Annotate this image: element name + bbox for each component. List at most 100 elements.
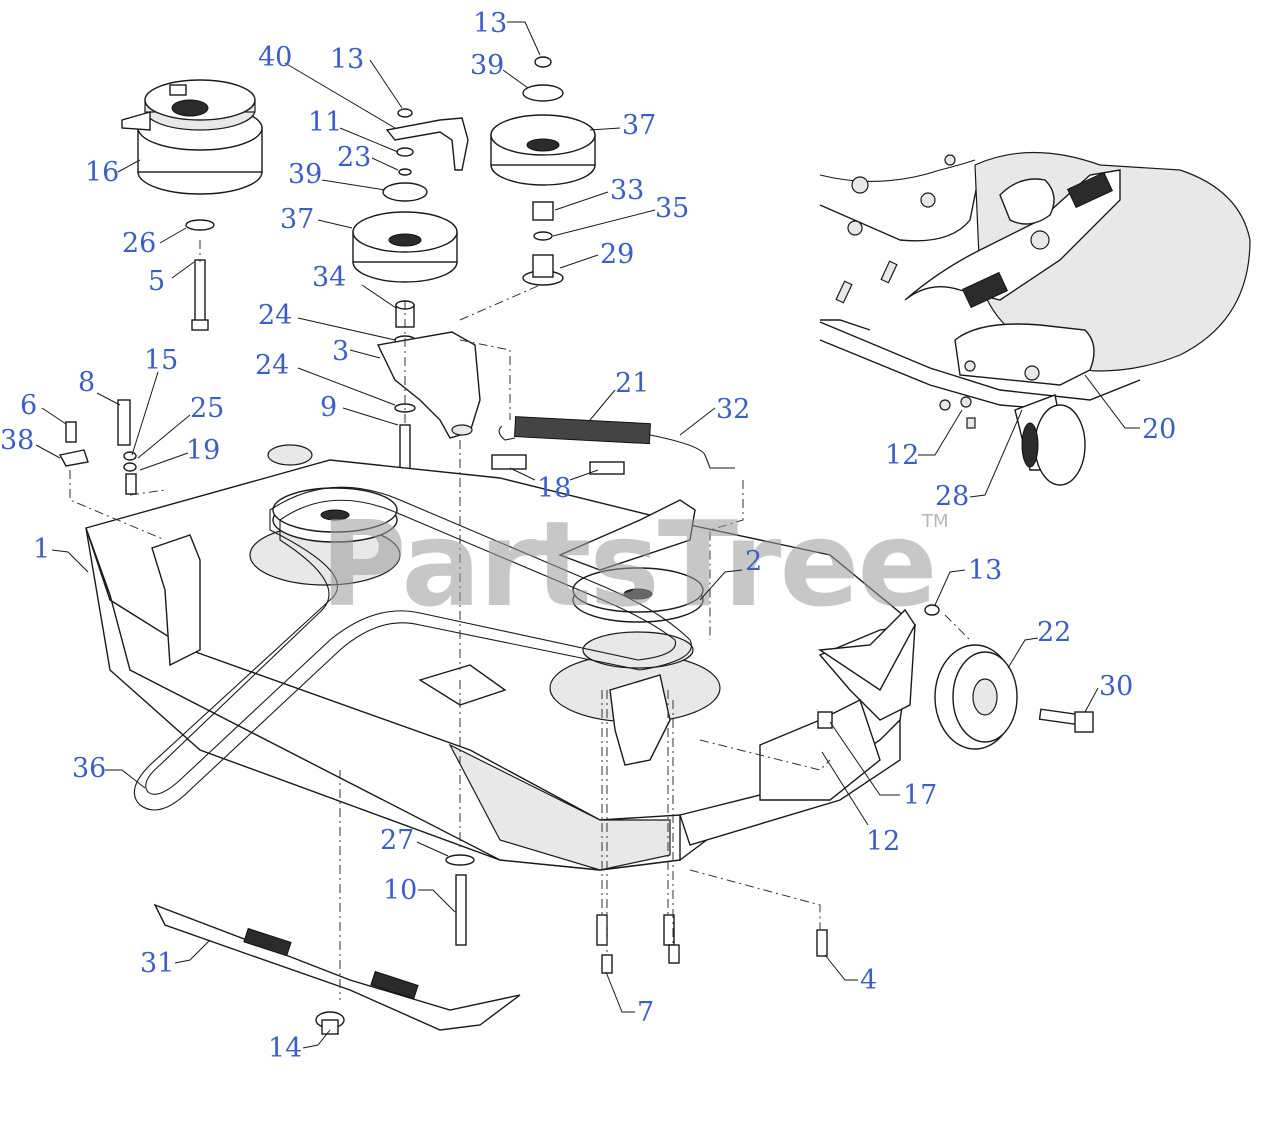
- callout-13-top-center: 13: [330, 44, 403, 109]
- svg-text:40: 40: [258, 42, 292, 73]
- callout-28: 28: [935, 409, 1023, 512]
- spacer-and-bolt-left: [185, 219, 215, 331]
- callout-38: 38: [0, 425, 61, 459]
- svg-text:27: 27: [380, 825, 414, 856]
- svg-text:37: 37: [622, 110, 656, 141]
- svg-text:31: 31: [140, 948, 174, 979]
- callout-29: 29: [559, 239, 634, 270]
- callout-16: 16: [85, 157, 141, 188]
- callout-5: 5: [148, 261, 195, 297]
- electric-clutch: [121, 79, 263, 195]
- callout-23: 23: [337, 142, 399, 173]
- assembly-lines: [69, 240, 971, 1000]
- svg-text:35: 35: [655, 193, 689, 224]
- callout-20: 20: [1084, 374, 1176, 445]
- callout-26: 26: [122, 227, 187, 259]
- callout-39-left: 39: [288, 159, 386, 191]
- svg-text:26: 26: [122, 228, 156, 259]
- callout-31: 31: [140, 939, 211, 979]
- svg-text:30: 30: [1099, 671, 1133, 702]
- svg-text:12: 12: [866, 826, 900, 857]
- svg-text:23: 23: [337, 142, 371, 173]
- callout-24-lower: 24: [255, 350, 396, 406]
- callout-15: 15: [131, 345, 178, 456]
- svg-text:4: 4: [860, 965, 877, 996]
- callout-30: 30: [1084, 671, 1133, 713]
- svg-text:15: 15: [144, 345, 178, 376]
- callout-39-top-right: 39: [470, 50, 529, 89]
- svg-text:24: 24: [255, 350, 289, 381]
- callout-37-left: 37: [280, 204, 353, 235]
- gauge-wheel: [924, 604, 1094, 750]
- callout-25: 25: [137, 393, 224, 459]
- svg-text:12: 12: [885, 440, 919, 471]
- callout-22: 22: [1007, 617, 1071, 669]
- svg-text:37: 37: [280, 204, 314, 235]
- svg-text:19: 19: [186, 435, 220, 466]
- svg-text:10: 10: [383, 875, 417, 906]
- idler-assembly-left: [352, 108, 481, 474]
- callout-34: 34: [312, 262, 397, 309]
- svg-text:13: 13: [330, 44, 364, 75]
- callout-27: 27: [380, 825, 449, 857]
- callout-37-top-right: 37: [589, 110, 656, 141]
- callout-1: 1: [33, 534, 89, 573]
- svg-text:14: 14: [268, 1033, 302, 1064]
- svg-text:21: 21: [615, 368, 649, 399]
- svg-text:11: 11: [308, 107, 342, 138]
- spring-and-rod: [491, 416, 735, 475]
- svg-text:28: 28: [935, 481, 969, 512]
- svg-text:25: 25: [190, 393, 224, 424]
- callout-9: 9: [320, 392, 399, 426]
- watermark-brand: PartsTree: [320, 495, 936, 633]
- callout-17: 17: [829, 721, 937, 811]
- svg-text:39: 39: [288, 159, 322, 190]
- callout-32: 32: [679, 394, 750, 436]
- callout-7: 7: [605, 971, 654, 1028]
- svg-text:13: 13: [968, 555, 1002, 586]
- svg-text:38: 38: [0, 425, 34, 456]
- svg-text:24: 24: [258, 300, 292, 331]
- svg-text:3: 3: [332, 336, 349, 367]
- drive-belt: [133, 486, 692, 811]
- callout-4: 4: [824, 954, 877, 996]
- callout-35: 35: [552, 193, 689, 237]
- inset-detail-view: [819, 151, 1251, 486]
- callout-33: 33: [554, 175, 644, 211]
- callout-24-upper: 24: [258, 300, 396, 341]
- callout-8: 8: [78, 367, 121, 406]
- svg-text:20: 20: [1142, 414, 1176, 445]
- callout-13-right: 13: [934, 555, 1002, 606]
- svg-text:13: 13: [473, 8, 507, 39]
- callout-21: 21: [589, 368, 649, 421]
- callout-6: 6: [20, 390, 67, 425]
- watermark-trademark: TM: [921, 511, 949, 532]
- callout-18: 18: [509, 467, 599, 504]
- callout-19: 19: [139, 435, 220, 471]
- svg-text:6: 6: [20, 390, 37, 421]
- callout-13-top-right: 13: [473, 8, 541, 56]
- callout-36: 36: [72, 753, 146, 789]
- svg-text:29: 29: [600, 239, 634, 270]
- svg-text:8: 8: [78, 367, 95, 398]
- callout-12-main: 12: [821, 751, 900, 857]
- callout-3: 3: [332, 336, 381, 367]
- callout-2: 2: [699, 546, 762, 601]
- svg-text:33: 33: [610, 175, 644, 206]
- svg-text:22: 22: [1037, 617, 1071, 648]
- small-hardware-left: [58, 399, 137, 495]
- svg-text:39: 39: [470, 50, 504, 81]
- callout-40: 40: [258, 42, 396, 129]
- svg-text:17: 17: [903, 780, 937, 811]
- mower-deck: [85, 444, 916, 871]
- svg-text:32: 32: [716, 394, 750, 425]
- callout-12-inset: 12: [885, 409, 963, 471]
- svg-text:34: 34: [312, 262, 346, 293]
- svg-text:7: 7: [637, 997, 654, 1028]
- svg-text:16: 16: [85, 157, 119, 188]
- callout-14: 14: [268, 1029, 331, 1064]
- callout-11: 11: [308, 107, 399, 153]
- svg-text:2: 2: [745, 546, 762, 577]
- blade-and-hardware: [153, 854, 828, 1035]
